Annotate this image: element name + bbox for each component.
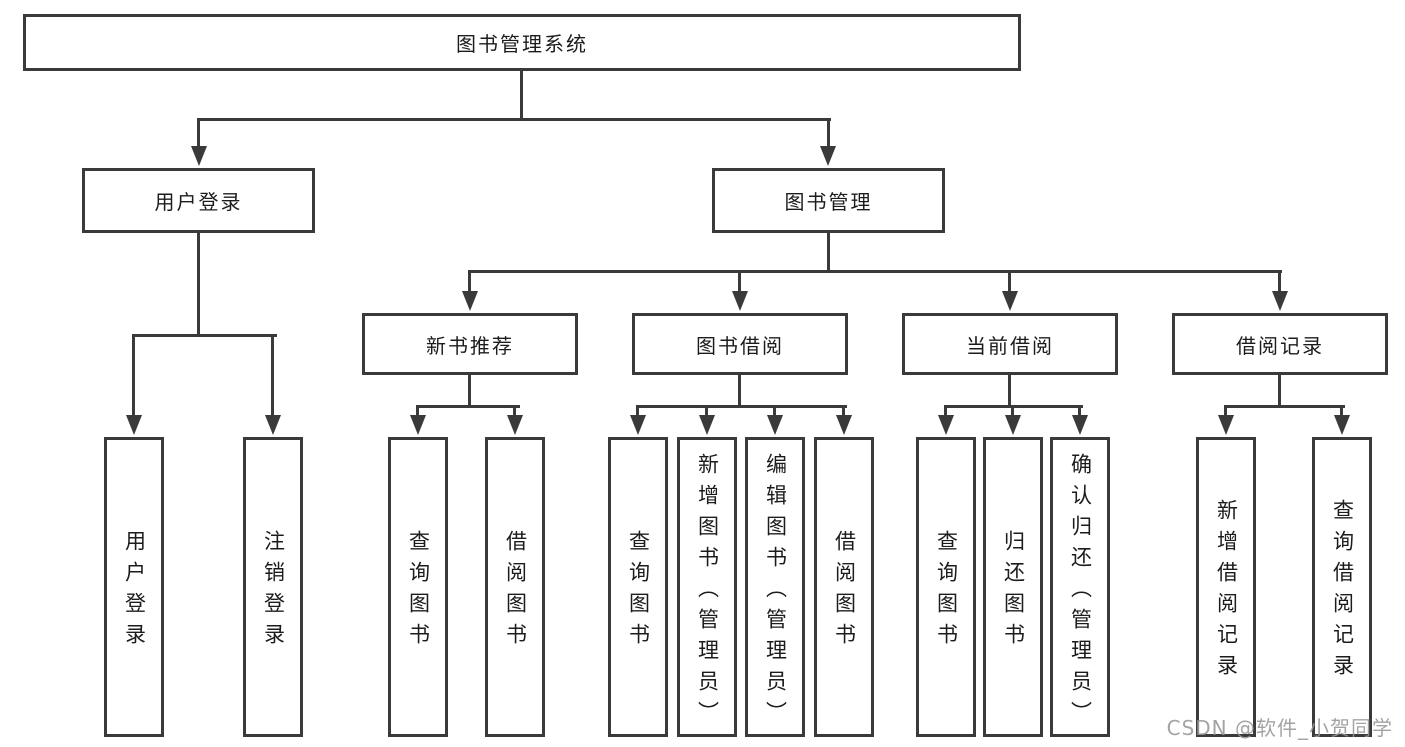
connector-line (705, 405, 708, 419)
connector-line (197, 233, 200, 336)
node-book-management: 图书管理 (712, 168, 945, 233)
connector-line (1008, 270, 1011, 295)
leaf-borrow-books: 借阅图书 (814, 437, 874, 737)
node-new-book-recommendation: 新书推荐 (362, 313, 578, 375)
leaf-query-books-current: 查询图书 (916, 437, 976, 737)
arrow-down-icon (507, 415, 523, 435)
leaf-label: 确认归还（管理员） (1068, 452, 1093, 732)
leaf-label: 编辑图书（管理员） (763, 452, 788, 732)
node-label: 用户登录 (154, 190, 243, 214)
connector-line (1340, 405, 1343, 419)
arrow-down-icon (836, 415, 852, 435)
node-user-login: 用户登录 (82, 168, 315, 233)
arrow-down-icon (820, 146, 836, 166)
connector-line (520, 70, 523, 119)
leaf-label: 查询图书 (406, 530, 431, 654)
connector-line (827, 118, 830, 150)
arrow-down-icon (699, 415, 715, 435)
connector-line (197, 118, 200, 150)
leaf-query-books-recommend: 查询图书 (388, 437, 448, 737)
connector-line (636, 405, 847, 408)
leaf-label: 借阅图书 (832, 530, 857, 654)
arrow-down-icon (1005, 415, 1021, 435)
leaf-confirm-return-admin: 确认归还（管理员） (1050, 437, 1110, 737)
leaf-query-borrow-record: 查询借阅记录 (1312, 437, 1372, 737)
connector-line (1224, 405, 1227, 419)
connector-line (468, 375, 471, 408)
arrow-down-icon (265, 415, 281, 435)
arrow-down-icon (410, 415, 426, 435)
leaf-return-book: 归还图书 (983, 437, 1043, 737)
node-label: 图书管理 (784, 190, 873, 214)
connector-line (197, 118, 831, 121)
connector-line (738, 270, 741, 295)
connector-line (1008, 375, 1011, 408)
node-label: 当前借阅 (966, 333, 1054, 358)
node-label: 图书借阅 (696, 333, 784, 358)
node-current-borrowing: 当前借阅 (902, 313, 1118, 375)
node-label: 图书管理系统 (456, 32, 588, 56)
connector-line (513, 405, 516, 419)
arrow-down-icon (462, 291, 478, 311)
leaf-query-books-borrowing: 查询图书 (608, 437, 668, 737)
leaf-label: 查询借阅记录 (1330, 499, 1355, 685)
leaf-label: 用户登录 (122, 530, 147, 654)
node-label: 新书推荐 (426, 333, 514, 358)
connector-line (468, 270, 471, 295)
arrow-down-icon (1002, 291, 1018, 311)
connector-line (1278, 375, 1281, 408)
connector-line (827, 233, 830, 273)
leaf-label: 借阅图书 (503, 530, 528, 654)
connector-line (1011, 405, 1014, 419)
connector-line (271, 334, 274, 418)
leaf-borrow-books-recommend: 借阅图书 (485, 437, 545, 737)
leaf-logout: 注销登录 (243, 437, 303, 737)
arrow-down-icon (1334, 415, 1350, 435)
node-borrowing-records: 借阅记录 (1172, 313, 1388, 375)
node-library-management-system: 图书管理系统 (23, 14, 1021, 71)
connector-line (636, 405, 639, 419)
node-book-borrowing: 图书借阅 (632, 313, 848, 375)
leaf-edit-book-admin: 编辑图书（管理员） (745, 437, 805, 737)
connector-line (842, 405, 845, 419)
leaf-user-login: 用户登录 (104, 437, 164, 737)
leaf-add-borrow-record: 新增借阅记录 (1196, 437, 1256, 737)
connector-line (468, 270, 1282, 273)
leaf-label: 查询图书 (626, 530, 651, 654)
connector-line (738, 375, 741, 408)
connector-line (132, 334, 277, 337)
arrow-down-icon (126, 415, 142, 435)
leaf-label: 归还图书 (1001, 530, 1026, 654)
arrow-down-icon (191, 146, 207, 166)
arrow-down-icon (630, 415, 646, 435)
arrow-down-icon (938, 415, 954, 435)
connector-line (416, 405, 520, 408)
leaf-label: 新增借阅记录 (1214, 499, 1239, 685)
connector-line (416, 405, 419, 419)
connector-line (1278, 270, 1281, 295)
arrow-down-icon (767, 415, 783, 435)
arrow-down-icon (732, 291, 748, 311)
connector-line (1224, 405, 1345, 408)
leaf-add-book-admin: 新增图书（管理员） (677, 437, 737, 737)
csdn-watermark: CSDN @软件_小贺同学 (1166, 716, 1393, 740)
connector-line (944, 405, 947, 419)
leaf-label: 新增图书（管理员） (695, 452, 720, 732)
leaf-label: 注销登录 (261, 530, 286, 654)
arrow-down-icon (1072, 415, 1088, 435)
connector-line (1078, 405, 1081, 419)
leaf-label: 查询图书 (934, 530, 959, 654)
arrow-down-icon (1272, 291, 1288, 311)
connector-line (773, 405, 776, 419)
connector-line (132, 334, 135, 418)
arrow-down-icon (1218, 415, 1234, 435)
node-label: 借阅记录 (1236, 333, 1324, 358)
